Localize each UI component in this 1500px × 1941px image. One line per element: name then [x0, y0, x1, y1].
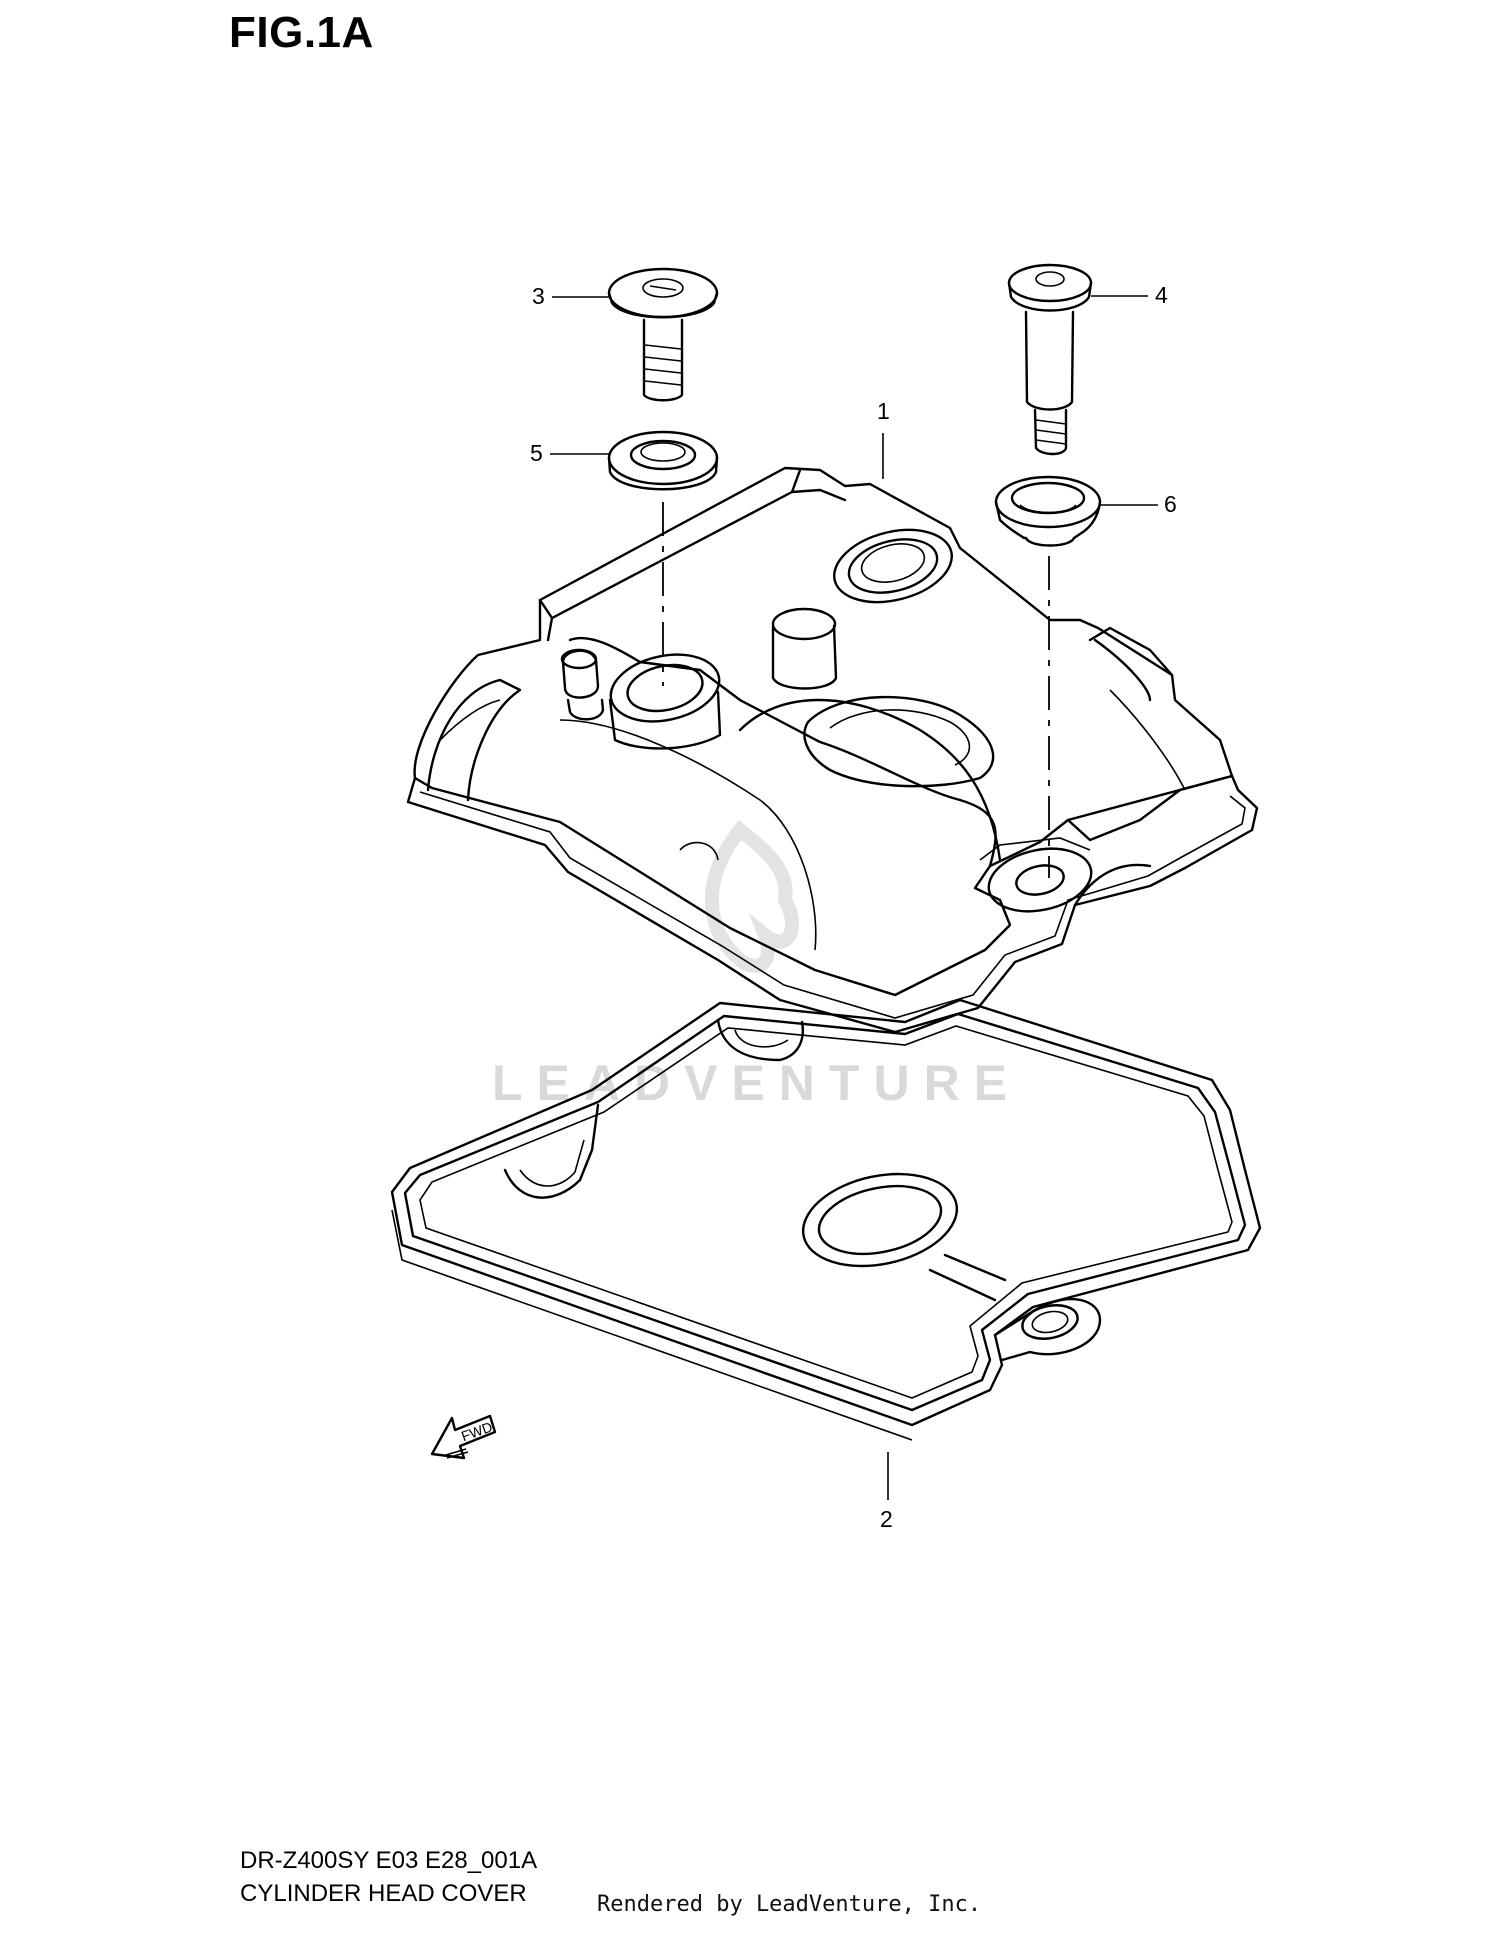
fwd-direction-marker: FWD [430, 1414, 497, 1460]
part-4-bolt[interactable] [1007, 263, 1093, 456]
figure-title: FIG.1A [229, 8, 374, 57]
diagram-code: DR-Z400SY E03 E28_001A [240, 1847, 538, 1874]
part-2-gasket[interactable] [390, 998, 1262, 1441]
part-3-bolt[interactable] [607, 267, 719, 402]
rendered-by-credit: Rendered by LeadVenture, Inc. [597, 1892, 982, 1917]
flame-logo-icon [704, 820, 800, 973]
callout-5: 5 [530, 440, 543, 466]
callout-4: 4 [1155, 282, 1168, 308]
watermark-text: LEADVENTURE [492, 1055, 1021, 1111]
callout-6: 6 [1164, 491, 1177, 517]
callout-3: 3 [532, 283, 545, 309]
part-1-cylinder-head-cover[interactable] [406, 466, 1259, 1034]
section-name: CYLINDER HEAD COVER [240, 1880, 527, 1907]
part-5-seal-washer[interactable] [607, 430, 719, 491]
forward-arrow-icon [430, 1414, 497, 1460]
watermark: LEADVENTURE [492, 820, 1021, 1111]
leader-lines [550, 295, 1158, 1500]
part-6-grommet[interactable] [994, 475, 1102, 547]
callout-2: 2 [880, 1506, 893, 1532]
callout-1: 1 [877, 398, 890, 424]
